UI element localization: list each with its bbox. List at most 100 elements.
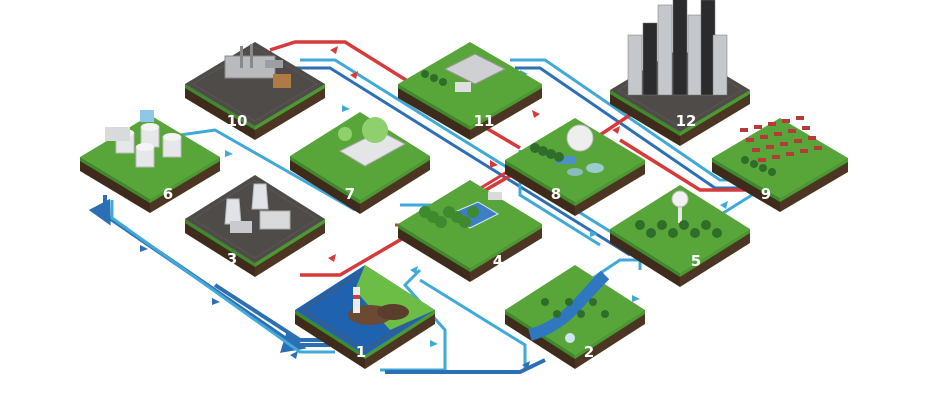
skyscraper-icon bbox=[688, 15, 702, 95]
shrub bbox=[553, 310, 561, 318]
tile-number-label: 7 bbox=[345, 185, 355, 203]
tree-icon bbox=[554, 152, 564, 162]
plant-building bbox=[230, 221, 252, 233]
tree-icon bbox=[750, 160, 758, 168]
skyscraper-icon bbox=[643, 23, 657, 95]
tile-layer: 101112678934512 bbox=[80, 0, 848, 369]
tile-number-label: 11 bbox=[474, 112, 495, 130]
tile-6: 6 bbox=[80, 110, 220, 213]
tile-number-label: 1 bbox=[356, 343, 366, 361]
shrub bbox=[565, 298, 573, 306]
crop-row bbox=[774, 132, 782, 136]
crop-row bbox=[800, 149, 808, 153]
water-tower-icon bbox=[672, 191, 688, 207]
chimney-icon bbox=[250, 44, 253, 68]
digester-tank-icon bbox=[567, 125, 593, 151]
tank-top bbox=[136, 143, 154, 151]
skyscraper-icon bbox=[713, 35, 727, 95]
skyscraper-icon bbox=[628, 35, 642, 95]
tree-icon bbox=[439, 78, 447, 86]
tile-number-label: 10 bbox=[227, 112, 248, 130]
crop-row bbox=[794, 139, 802, 143]
tree-icon bbox=[430, 74, 438, 82]
crop-row bbox=[766, 145, 774, 149]
settling-tank bbox=[586, 163, 604, 173]
crop-row bbox=[740, 128, 748, 132]
tree-icon bbox=[701, 220, 711, 230]
tree-icon bbox=[657, 220, 667, 230]
skyscraper-icon bbox=[673, 0, 687, 95]
flow-arrow bbox=[342, 105, 350, 112]
crop-row bbox=[808, 136, 816, 140]
tile-7: 7 bbox=[290, 112, 430, 214]
tree-icon bbox=[467, 206, 479, 218]
crop-row bbox=[772, 155, 780, 159]
rock bbox=[377, 304, 409, 320]
tile-number-label: 8 bbox=[551, 185, 561, 203]
plant-building bbox=[260, 211, 290, 229]
house-icon bbox=[488, 192, 502, 200]
flow-arrow bbox=[328, 254, 336, 262]
office-building bbox=[140, 110, 154, 122]
chimney-icon bbox=[240, 46, 243, 68]
crop-row bbox=[788, 129, 796, 133]
shrub bbox=[541, 298, 549, 306]
tree-icon bbox=[459, 216, 471, 228]
industrial-shed bbox=[265, 60, 283, 68]
flow-arrow bbox=[140, 245, 148, 252]
crop-row bbox=[802, 126, 810, 130]
tile-10: 10 bbox=[185, 42, 325, 140]
tree-icon bbox=[690, 228, 700, 238]
flow-arrow bbox=[290, 351, 298, 359]
loading-dock bbox=[455, 82, 471, 92]
tile-top bbox=[185, 42, 325, 126]
flow-arrow bbox=[632, 295, 640, 302]
green-tank-icon bbox=[362, 117, 388, 143]
shrub bbox=[577, 310, 585, 318]
tile-5: 5 bbox=[610, 185, 750, 287]
tree-icon bbox=[635, 220, 645, 230]
tree-icon bbox=[768, 168, 776, 176]
crop-row bbox=[768, 122, 776, 126]
tile-number-label: 9 bbox=[761, 185, 771, 203]
crop-row bbox=[796, 116, 804, 120]
flow-arrow bbox=[225, 150, 233, 157]
tree-icon bbox=[741, 156, 749, 164]
tank-top bbox=[141, 123, 159, 131]
green-tank-icon bbox=[338, 127, 352, 141]
shrub bbox=[589, 298, 597, 306]
tank-top bbox=[163, 133, 181, 141]
tree-icon bbox=[712, 228, 722, 238]
tree-icon bbox=[679, 220, 689, 230]
crop-row bbox=[746, 138, 754, 142]
tile-number-label: 3 bbox=[227, 250, 237, 268]
tile-number-label: 2 bbox=[584, 343, 594, 361]
depot-building bbox=[105, 127, 130, 141]
tile-9: 9 bbox=[712, 116, 848, 212]
tile-8: 8 bbox=[505, 118, 645, 216]
pipe-1-to-2-bottom bbox=[385, 360, 545, 372]
tile-3: 3 bbox=[185, 175, 325, 277]
crop-row bbox=[754, 125, 762, 129]
tile-number-label: 12 bbox=[676, 112, 697, 130]
shrub bbox=[601, 310, 609, 318]
crop-row bbox=[814, 146, 822, 150]
flow-arrow bbox=[330, 46, 338, 54]
pond bbox=[565, 333, 575, 343]
warehouse-block bbox=[273, 74, 291, 88]
crop-row bbox=[758, 158, 766, 162]
flow-arrow bbox=[212, 298, 220, 305]
cooling-tower-icon bbox=[225, 199, 241, 224]
crop-row bbox=[760, 135, 768, 139]
tile-12: 12 bbox=[610, 0, 750, 146]
flow-arrow bbox=[532, 110, 540, 118]
tree-icon bbox=[646, 228, 656, 238]
tile-number-label: 6 bbox=[163, 185, 173, 203]
lighthouse-stripe bbox=[353, 295, 360, 299]
tree-icon bbox=[421, 70, 429, 78]
tree-icon bbox=[759, 164, 767, 172]
tile-number-label: 5 bbox=[691, 252, 701, 270]
crop-row bbox=[786, 152, 794, 156]
